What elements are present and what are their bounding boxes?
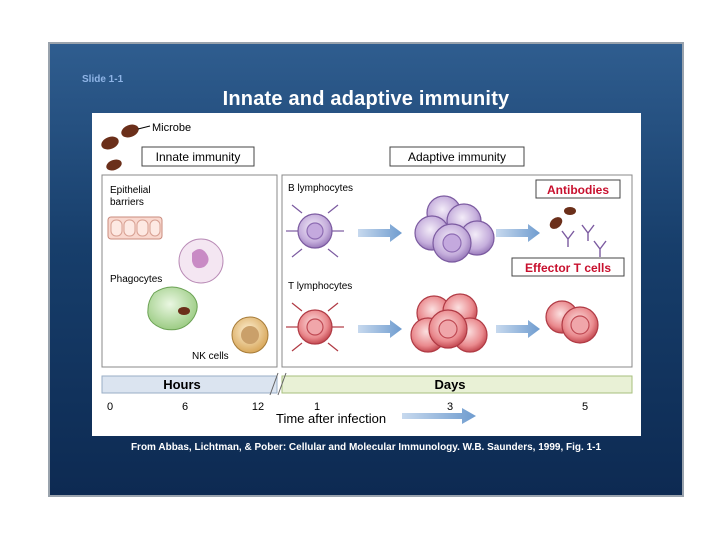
- t-cell-icon: [286, 302, 344, 352]
- epithelial-label-line1: Epithelial: [110, 185, 151, 196]
- macrophage-icon: [147, 286, 198, 331]
- t-lymphocytes-label: T lymphocytes: [288, 281, 352, 292]
- arrow-icon: [358, 224, 402, 242]
- timeline-break: [269, 372, 287, 396]
- nk-cell-icon: [231, 316, 269, 354]
- hours-band: [101, 375, 278, 394]
- b-lymphocytes-label: B lymphocytes: [288, 183, 353, 194]
- adaptive-header: Adaptive immunity: [408, 150, 506, 164]
- time-arrow-icon: [402, 408, 476, 424]
- tick-label: 0: [107, 401, 113, 413]
- neutrophil-icon: [178, 238, 224, 284]
- effector-t-cell-icon: [545, 300, 599, 344]
- tick-label: 3: [447, 401, 453, 413]
- arrow-icon: [358, 320, 402, 338]
- tick-label: 1: [314, 401, 320, 413]
- effector-t-cells-label: Effector T cells: [525, 261, 611, 275]
- hours-label: Hours: [163, 377, 201, 392]
- arrow-icon: [496, 320, 540, 338]
- tick-label: 5: [582, 401, 588, 413]
- immunity-figure: Microbe Innate immunity Adaptive immunit…: [92, 113, 641, 436]
- innate-header: Innate immunity: [156, 150, 241, 164]
- b-cell-cluster-icon: [414, 195, 495, 263]
- tick-label: 12: [252, 401, 264, 413]
- microbe-icon: [101, 124, 151, 171]
- phagocytes-label: Phagocytes: [110, 274, 162, 285]
- tick-label: 6: [182, 401, 188, 413]
- slide-number: Slide 1-1: [82, 74, 124, 85]
- t-cell-cluster-icon: [410, 293, 488, 353]
- slide-title: Innate and adaptive immunity: [222, 88, 510, 110]
- antibodies-label: Antibodies: [547, 183, 609, 197]
- days-label: Days: [434, 377, 465, 392]
- nk-cells-label: NK cells: [192, 351, 229, 362]
- antibody-icon: [549, 207, 607, 257]
- epithelial-label-line2: barriers: [110, 197, 144, 208]
- epithelial-barrier-icon: [107, 216, 163, 240]
- figure-caption: From Abbas, Lichtman, & Pober: Cellular …: [130, 442, 602, 453]
- arrow-icon: [496, 224, 540, 242]
- microbe-label: Microbe: [152, 122, 191, 134]
- time-axis-label: Time after infection: [276, 411, 386, 426]
- b-cell-icon: [286, 204, 344, 258]
